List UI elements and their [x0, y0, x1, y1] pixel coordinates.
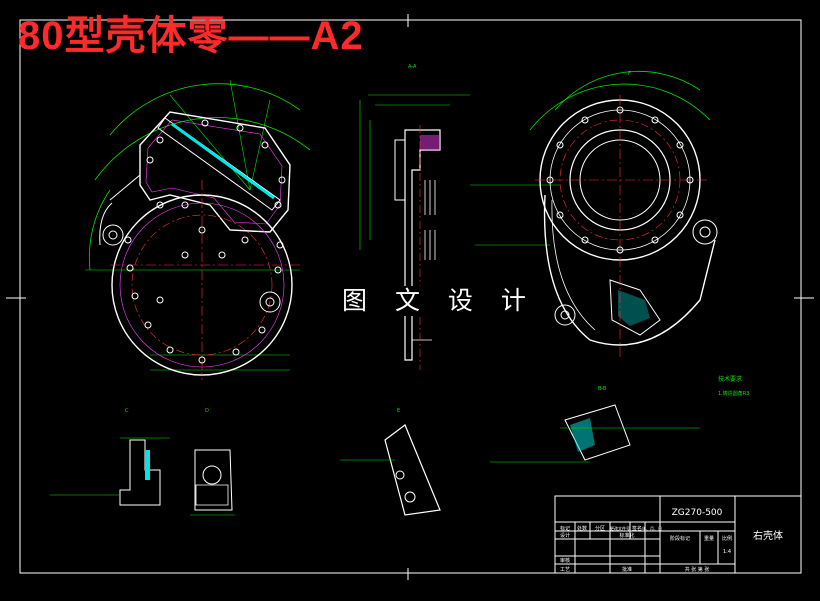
label-c: C [125, 408, 129, 414]
tb-standardize: 标准化 [619, 532, 634, 539]
tb-date: 年、月、日 [642, 525, 662, 531]
tb-sign: 签名 [632, 525, 642, 532]
tech-req-line: 1.铸造圆角R3 [718, 390, 749, 397]
tb-scale-value: 1:4 [723, 549, 731, 555]
watermark-text: 图 文 设 计 [340, 286, 538, 316]
label-b-b: B-B [598, 386, 607, 392]
tb-weight: 重量 [704, 535, 714, 542]
label-f: F [628, 71, 631, 77]
tb-process: 工艺 [560, 567, 570, 573]
detail-views [50, 404, 700, 516]
right-view [470, 70, 718, 360]
drawing-title: 80型壳体零——A2 [18, 14, 364, 58]
tb-scale: 比例 [722, 535, 732, 542]
front-view [85, 79, 311, 380]
tb-review: 审核 [560, 557, 570, 564]
tb-mark: 标记 [560, 525, 570, 532]
tb-count: 处数 [577, 525, 587, 532]
outer-border [19, 19, 802, 574]
tb-design: 设计 [560, 532, 570, 539]
tb-stage-mark: 阶段标记 [670, 535, 690, 542]
label-d: D [205, 408, 209, 414]
label-e: E [397, 408, 400, 414]
tb-zone: 分区 [595, 525, 605, 532]
tech-req-heading: 技术要求 [718, 375, 742, 383]
tb-approve: 批准 [622, 566, 632, 573]
label-a-a: A-A [408, 64, 417, 70]
tb-sheets: 共 张 第 张 [685, 566, 710, 573]
tb-change-doc: 更改文件号 [610, 525, 630, 531]
title-block [554, 495, 802, 574]
section-view [359, 94, 470, 370]
drawing-number: ZG270-500 [672, 508, 723, 518]
part-name: 右壳体 [753, 529, 783, 542]
